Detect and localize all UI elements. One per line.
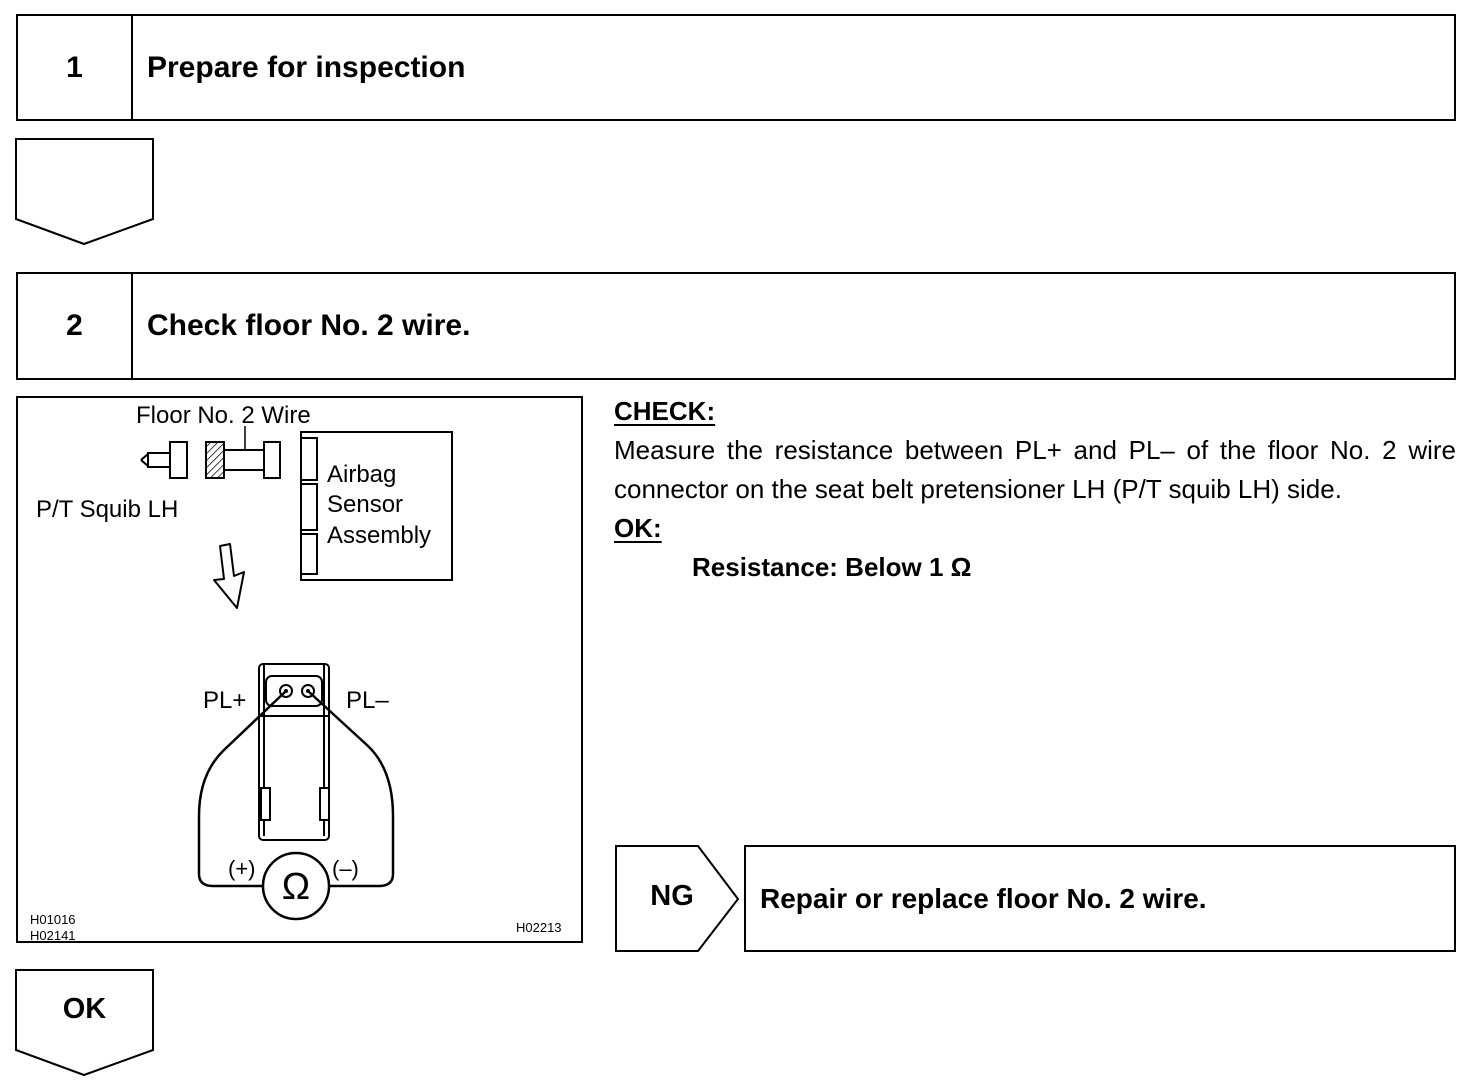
figure-code-2: H02141 (30, 928, 76, 943)
step-1-number: 1 (18, 16, 133, 119)
ohmmeter (261, 851, 331, 921)
ok-label: OK (62, 993, 107, 1025)
minus-lead-label: (–) (332, 856, 359, 881)
pl-minus-label: PL– (346, 687, 389, 714)
step-2-title: Check floor No. 2 wire. (147, 309, 471, 342)
sensor-label-1: Airbag (327, 461, 396, 488)
wire-label: Floor No. 2 Wire (136, 402, 311, 429)
step-1-header: 1 Prepare for inspection (16, 14, 1456, 121)
ng-label: NG (650, 880, 694, 912)
check-heading: CHECK: (614, 396, 716, 426)
ok-flow-arrow (15, 969, 154, 1077)
check-instructions: CHECK: Measure the resistance between PL… (614, 392, 1456, 587)
ohm-symbol-icon: Ω (282, 866, 310, 908)
hollow-down-arrow-icon (213, 543, 245, 609)
step-1-title: Prepare for inspection (147, 50, 466, 84)
wiring-illustration: Floor No. 2 Wire P/T Squib LH Airbag Sen… (16, 396, 583, 943)
step-2-number: 2 (18, 274, 133, 378)
ok-heading: OK: (614, 513, 662, 543)
pl-plus-label: PL+ (203, 687, 246, 714)
figure-code-1: H01016 (30, 912, 76, 927)
step-2-header: 2 Check floor No. 2 wire. (16, 272, 1456, 380)
figure-code-3: H02213 (516, 920, 562, 935)
wire-connector-face (258, 663, 330, 841)
floor-wire (205, 441, 281, 479)
check-instruction: Measure the resistance between PL+ and P… (614, 435, 1456, 504)
flow-down-arrow (15, 138, 154, 246)
squib-label: P/T Squib LH (36, 496, 178, 523)
ng-action-box: Repair or replace floor No. 2 wire. (744, 845, 1456, 952)
squib-connector (140, 441, 188, 479)
airbag-sensor-assembly (300, 431, 453, 581)
sensor-label-3: Assembly (327, 522, 431, 549)
meter-leads (197, 690, 395, 888)
ng-arrow-box (615, 845, 740, 952)
resistance-spec: Resistance: Below 1 Ω (692, 552, 972, 582)
ng-action-text: Repair or replace floor No. 2 wire. (760, 882, 1207, 914)
plus-lead-label: (+) (228, 856, 256, 881)
sensor-label-2: Sensor (327, 491, 403, 518)
